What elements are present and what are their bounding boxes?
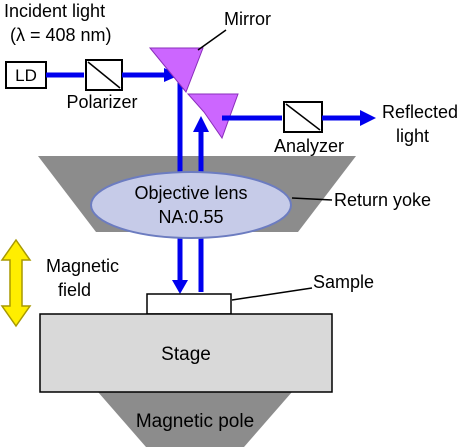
magnetic-pole: [98, 392, 292, 447]
reflected-light-label-line2: light: [396, 126, 429, 146]
return-yoke-pointer: [291, 197, 333, 201]
sample-block: [146, 293, 232, 315]
magnetic-field-double-arrow-icon: [2, 240, 30, 326]
magnetic-pole-label: Magnetic pole: [136, 411, 254, 432]
objective-lens-outline: [90, 171, 292, 239]
return-yoke-label: Return yoke: [334, 190, 431, 210]
objective-lens-label: Objective lens: [134, 183, 247, 203]
mirror-label: Mirror: [224, 9, 271, 29]
reflected-beam-arrowhead-icon: [193, 116, 209, 132]
incident-light-label: Incident light: [4, 1, 105, 21]
mirror-upper: [148, 47, 204, 93]
objective-lens: [91, 172, 291, 238]
wavelength-label: (λ = 408 nm): [10, 25, 112, 45]
mirror-lower: [186, 93, 239, 140]
laser-diode-label: LD: [15, 66, 37, 85]
sample-pointer: [231, 287, 313, 301]
magnetic-field-arrow-outline: [0, 238, 32, 328]
numerical-aperture-label: NA:0.55: [158, 207, 223, 227]
incident-beam-arrowhead-icon: [172, 280, 188, 294]
stage-block: [39, 313, 333, 393]
output-beam-arrowhead-icon: [360, 110, 376, 126]
laser-diode-box: [5, 61, 47, 89]
magnetic-field-label-line1: Magnetic: [46, 256, 119, 276]
polarizer-diagonal: [87, 61, 121, 89]
stage-label: Stage: [161, 344, 211, 365]
reflected-light-label-line1: Reflected: [382, 102, 458, 122]
analyzer-label: Analyzer: [274, 136, 344, 156]
sample-label: Sample: [313, 272, 374, 292]
polarizer-label: Polarizer: [66, 92, 137, 112]
mirror-pointer: [197, 29, 227, 51]
analyzer-diagonal: [285, 103, 321, 131]
magnetic-field-label-line2: field: [58, 280, 91, 300]
